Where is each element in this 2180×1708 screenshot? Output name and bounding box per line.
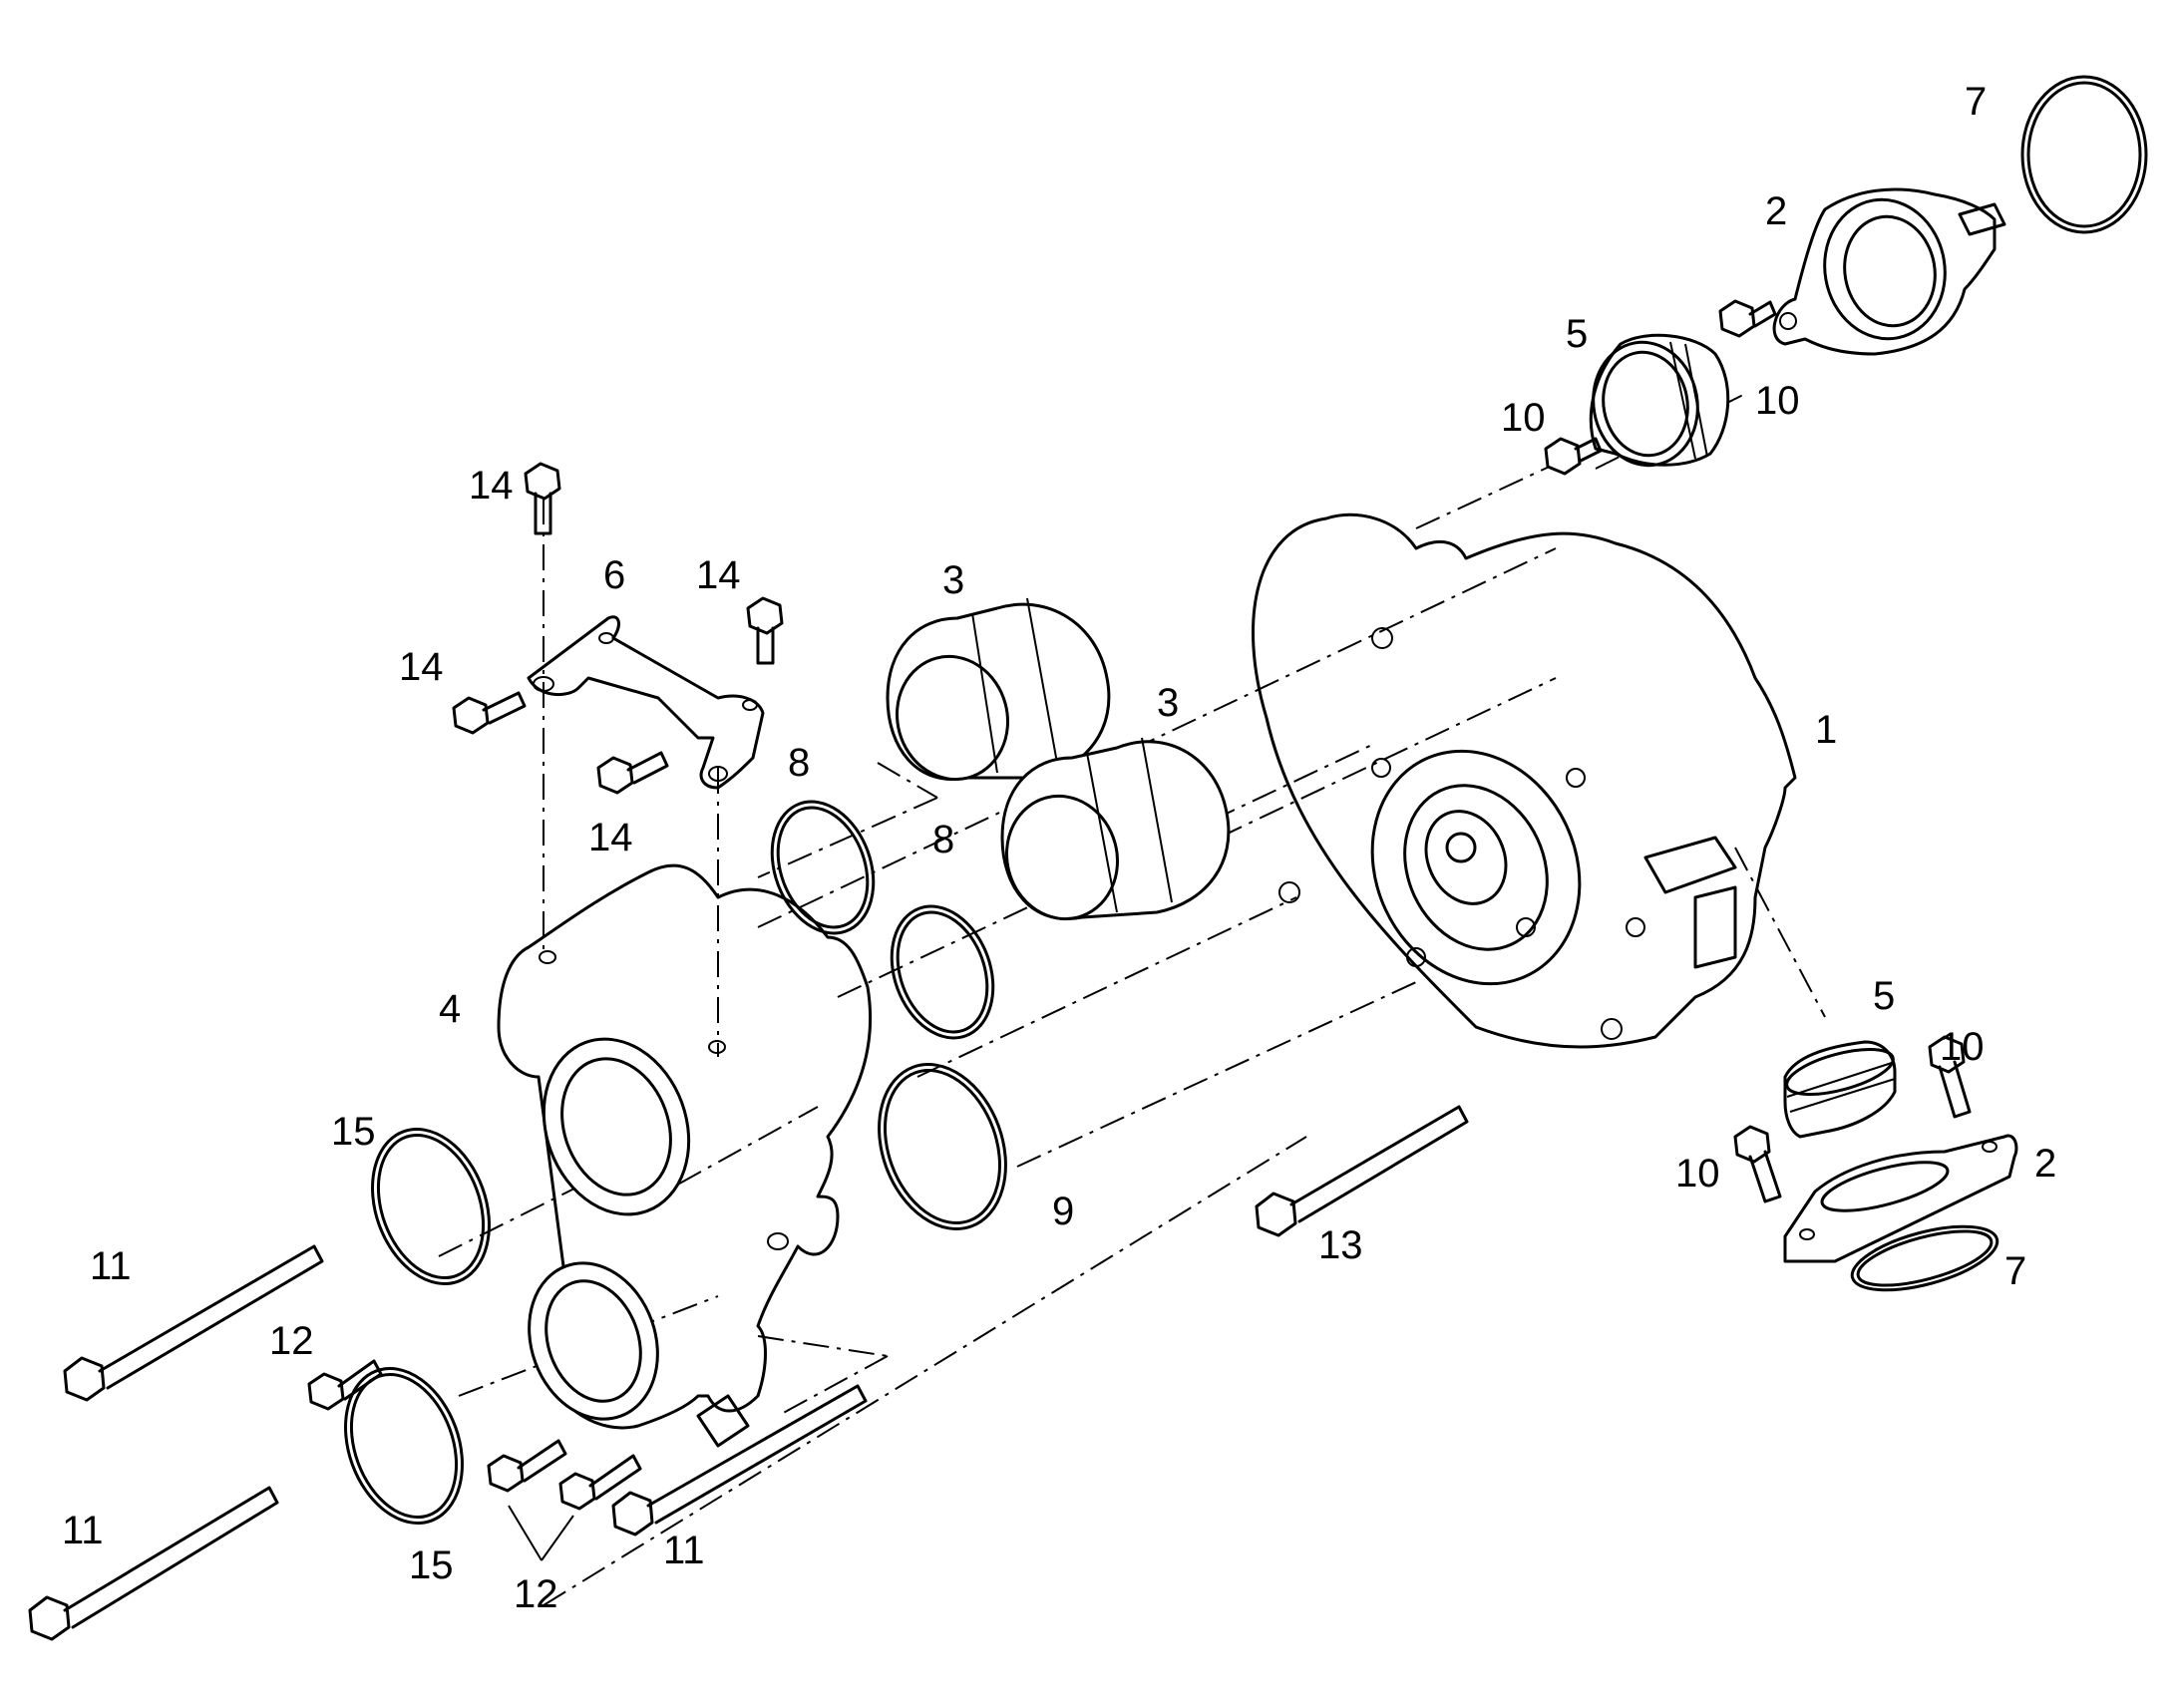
callout-12: 12 xyxy=(514,1572,558,1616)
callout-1: 1 xyxy=(1815,708,1837,752)
flange-upper xyxy=(1772,187,2006,356)
callout-11: 11 xyxy=(62,1509,104,1552)
flange-lower xyxy=(1783,1134,2018,1263)
sleeve-upper xyxy=(886,597,1111,782)
callout-15: 15 xyxy=(409,1543,454,1587)
fitting-lower xyxy=(1783,1040,1897,1139)
callout-11: 11 xyxy=(90,1244,132,1288)
o-rings xyxy=(344,75,2148,1525)
callout-14: 14 xyxy=(696,553,741,597)
callout-8: 8 xyxy=(932,818,954,861)
long-bolts xyxy=(28,1105,1469,1641)
callout-2: 2 xyxy=(1765,189,1787,233)
callout-11: 11 xyxy=(663,1529,705,1572)
callout-14: 14 xyxy=(588,816,633,859)
callout-10: 10 xyxy=(1501,396,1546,440)
callout-3: 3 xyxy=(1157,681,1179,725)
mounting-bracket xyxy=(527,615,765,790)
callout-12: 12 xyxy=(269,1319,314,1363)
callout-15: 15 xyxy=(331,1110,376,1154)
fitting-upper xyxy=(1589,333,1730,468)
callout-12-pointer xyxy=(508,1505,574,1561)
callout-4: 4 xyxy=(439,987,461,1031)
pump-housing xyxy=(1252,512,1797,1049)
callout-7: 7 xyxy=(1965,80,1987,124)
callout-numbers: 1 2 2 3 3 4 5 5 6 7 7 8 8 9 10 10 10 10 … xyxy=(62,80,2056,1616)
short-screws xyxy=(307,299,1972,1511)
callout-6: 6 xyxy=(603,553,625,597)
callout-10: 10 xyxy=(1940,1025,1985,1069)
callout-9: 9 xyxy=(1052,1190,1074,1233)
pump-cover xyxy=(497,863,873,1448)
callout-14: 14 xyxy=(399,645,444,689)
callout-5: 5 xyxy=(1873,974,1895,1018)
callout-8: 8 xyxy=(788,741,810,785)
callout-2: 2 xyxy=(2034,1142,2056,1186)
callout-5: 5 xyxy=(1566,312,1588,356)
sleeve-lower xyxy=(1000,737,1231,921)
callout-14: 14 xyxy=(469,464,514,508)
callout-13: 13 xyxy=(1318,1223,1363,1267)
callout-10: 10 xyxy=(1755,379,1800,423)
callout-7: 7 xyxy=(2004,1249,2026,1293)
callout-3: 3 xyxy=(942,558,964,602)
callout-10: 10 xyxy=(1675,1152,1720,1196)
